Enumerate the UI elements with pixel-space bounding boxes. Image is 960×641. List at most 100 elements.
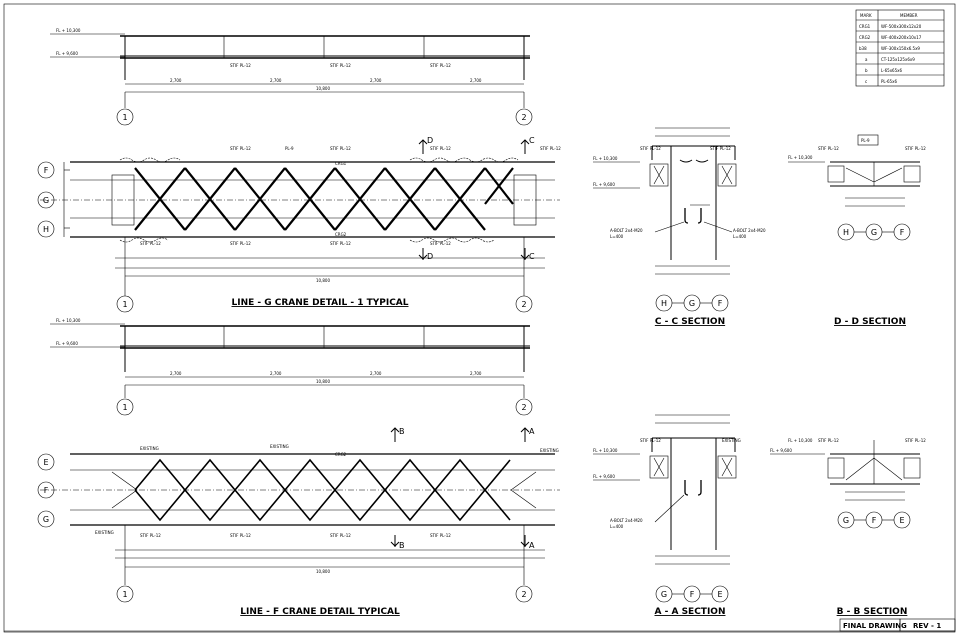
aa-title: A - A SECTION — [655, 607, 726, 617]
grid-label-2: 2 — [521, 403, 526, 412]
dim-total: 10,800 — [316, 569, 330, 574]
legend-header-mark: MARK — [860, 13, 872, 18]
fl-top-label: FL + 10,300 — [593, 448, 618, 453]
stif-label: STIF PL-12 — [818, 146, 839, 151]
stif-label: STIF PL-12 — [430, 533, 451, 538]
legend-member: WF-300x150x6.5x9 — [881, 46, 920, 51]
stif-label: STIF PL-12 — [540, 146, 561, 151]
stif-label: STIF PL-12 — [640, 146, 661, 151]
grid-label-f: F — [44, 486, 49, 495]
line-g-elevation: FL + 10,300 FL + 9,600 2,700 2,700 2,700… — [50, 28, 533, 126]
bolt-label: A-BOLT 2x4-M20 — [733, 228, 766, 233]
fl-top-label: FL + 10,300 — [788, 438, 813, 443]
dim-span: 2,700 — [470, 371, 482, 376]
section-dd: FL + 10,300 PL-9 STIF PL-12 STIF PL-12 H… — [788, 134, 926, 327]
section-mark-d: D — [427, 252, 433, 261]
grid-label-1: 1 — [122, 300, 127, 309]
grid-label-1: 1 — [122, 113, 127, 122]
grid-bubble-1 — [116, 585, 134, 603]
grid-label-g: G — [43, 196, 49, 205]
grid-label-2: 2 — [521, 113, 526, 122]
dim-span: 2,700 — [170, 78, 182, 83]
dim-span: 2,700 — [470, 78, 482, 83]
member-legend-table: MARK MEMBER CRG1 WF-500x300x12x20 CRG2 W… — [855, 9, 945, 87]
stif-label: STIF PL-12 — [430, 241, 451, 246]
dd-title: D - D SECTION — [834, 317, 906, 327]
grid-bubble-1 — [116, 295, 134, 313]
crg-label: CRG2 — [335, 452, 347, 457]
section-arrow-b — [390, 427, 400, 442]
dim-span: 2,700 — [170, 371, 182, 376]
dim-span: 2,700 — [370, 371, 382, 376]
legend-member: PL-65x6 — [881, 79, 897, 84]
fl-bottom-label: FL + 9,600 — [593, 474, 615, 479]
legend-member: WF-400x200x10x17 — [881, 35, 922, 40]
stif-label: STIF PL-12 — [330, 241, 351, 246]
section-mark-b: B — [399, 541, 405, 550]
crg-label: CRG1 — [335, 161, 347, 166]
grid-bubble-h — [37, 220, 55, 238]
grid-bubble-g — [37, 191, 55, 209]
fl-top-label: FL + 10,300 — [788, 155, 813, 160]
stif-label: STIF PL-12 — [330, 533, 351, 538]
stif-label: STIF PL-12 — [640, 438, 661, 443]
section-cc: FL + 10,300 FL + 9,600 A-BOLT 2x4-M20 L=… — [593, 127, 766, 327]
fl-top-label: FL + 10,300 — [56, 28, 81, 33]
final-drawing-label: FINAL DRAWING — [843, 622, 907, 630]
bolt-label: A-BOLT 2x4-M20 — [610, 228, 643, 233]
bolt-label: A-BOLT 2x4-M20 — [610, 518, 643, 523]
fl-bottom-label: FL + 9,600 — [770, 448, 792, 453]
stif-label: STIF PL-12 — [230, 241, 251, 246]
dim-span: 2,700 — [270, 371, 282, 376]
sheet-border — [3, 3, 956, 633]
grid-label-e: E — [899, 516, 904, 525]
legend-member: L-65x65x6 — [881, 68, 903, 73]
line-f-elevation: FL + 10,300 FL + 9,600 2,700 2,700 2,700… — [50, 318, 533, 416]
grid-label-f: F — [690, 590, 695, 599]
section-arrow-d — [418, 248, 428, 260]
bolt-length: L=400 — [733, 234, 747, 239]
stif-label: STIF PL-12 — [330, 63, 351, 68]
pl-tag: PL-9 — [861, 138, 870, 143]
grid-label-f: F — [44, 166, 49, 175]
dim-span: 2,700 — [270, 78, 282, 83]
bolt-length: L=400 — [610, 234, 624, 239]
line-g-title: LINE - G CRANE DETAIL - 1 TYPICAL — [231, 298, 408, 308]
legend-header-member: MEMBER — [900, 13, 918, 18]
stif-label: STIF PL-12 — [818, 438, 839, 443]
legend-member: WF-500x300x12x20 — [881, 24, 922, 29]
stif-label: STIF PL-12 — [905, 146, 926, 151]
stif-label: STIF PL-12 — [140, 533, 161, 538]
dim-total: 10,800 — [316, 379, 330, 384]
legend-mark: b — [865, 68, 868, 73]
legend-mark: c — [865, 79, 867, 84]
grid-bubble-2 — [515, 295, 533, 313]
bb-title: B - B SECTION — [837, 607, 908, 617]
stif-label: STIF PL-12 — [230, 63, 251, 68]
grid-label-2: 2 — [521, 590, 526, 599]
pl-label: PL-9 — [285, 146, 294, 151]
legend-mark: a — [865, 57, 868, 62]
section-mark-a: A — [529, 541, 535, 550]
section-arrow-a — [520, 535, 530, 547]
grid-bubble-2 — [515, 398, 533, 416]
section-arrow-d — [418, 139, 428, 154]
cc-title: C - C SECTION — [655, 317, 725, 327]
grid-label-g: G — [689, 299, 695, 308]
grid-label-h: H — [843, 228, 849, 237]
existing-label: EXISTING — [540, 448, 559, 453]
existing-label: EXISTING — [95, 530, 114, 535]
line-f-plan: EXISTING EXISTING EXISTING EXISTING STIF… — [37, 427, 560, 617]
legend-mark: b38 — [859, 46, 867, 51]
fl-top-label: FL + 10,300 — [593, 156, 618, 161]
grid-label-f: F — [900, 228, 905, 237]
grid-bubble-1 — [116, 398, 134, 416]
grid-bubble-f — [37, 161, 55, 179]
section-mark-d: D — [427, 136, 433, 145]
stif-label: STIF PL-12 — [230, 146, 251, 151]
stif-label: STIF PL-12 — [710, 146, 731, 151]
title-block: FINAL DRAWING REV - 1 — [4, 618, 956, 632]
section-bb: FL + 10,300 FL + 9,600 STIF PL-12 STIF P… — [770, 438, 926, 617]
grid-label-g: G — [871, 228, 877, 237]
